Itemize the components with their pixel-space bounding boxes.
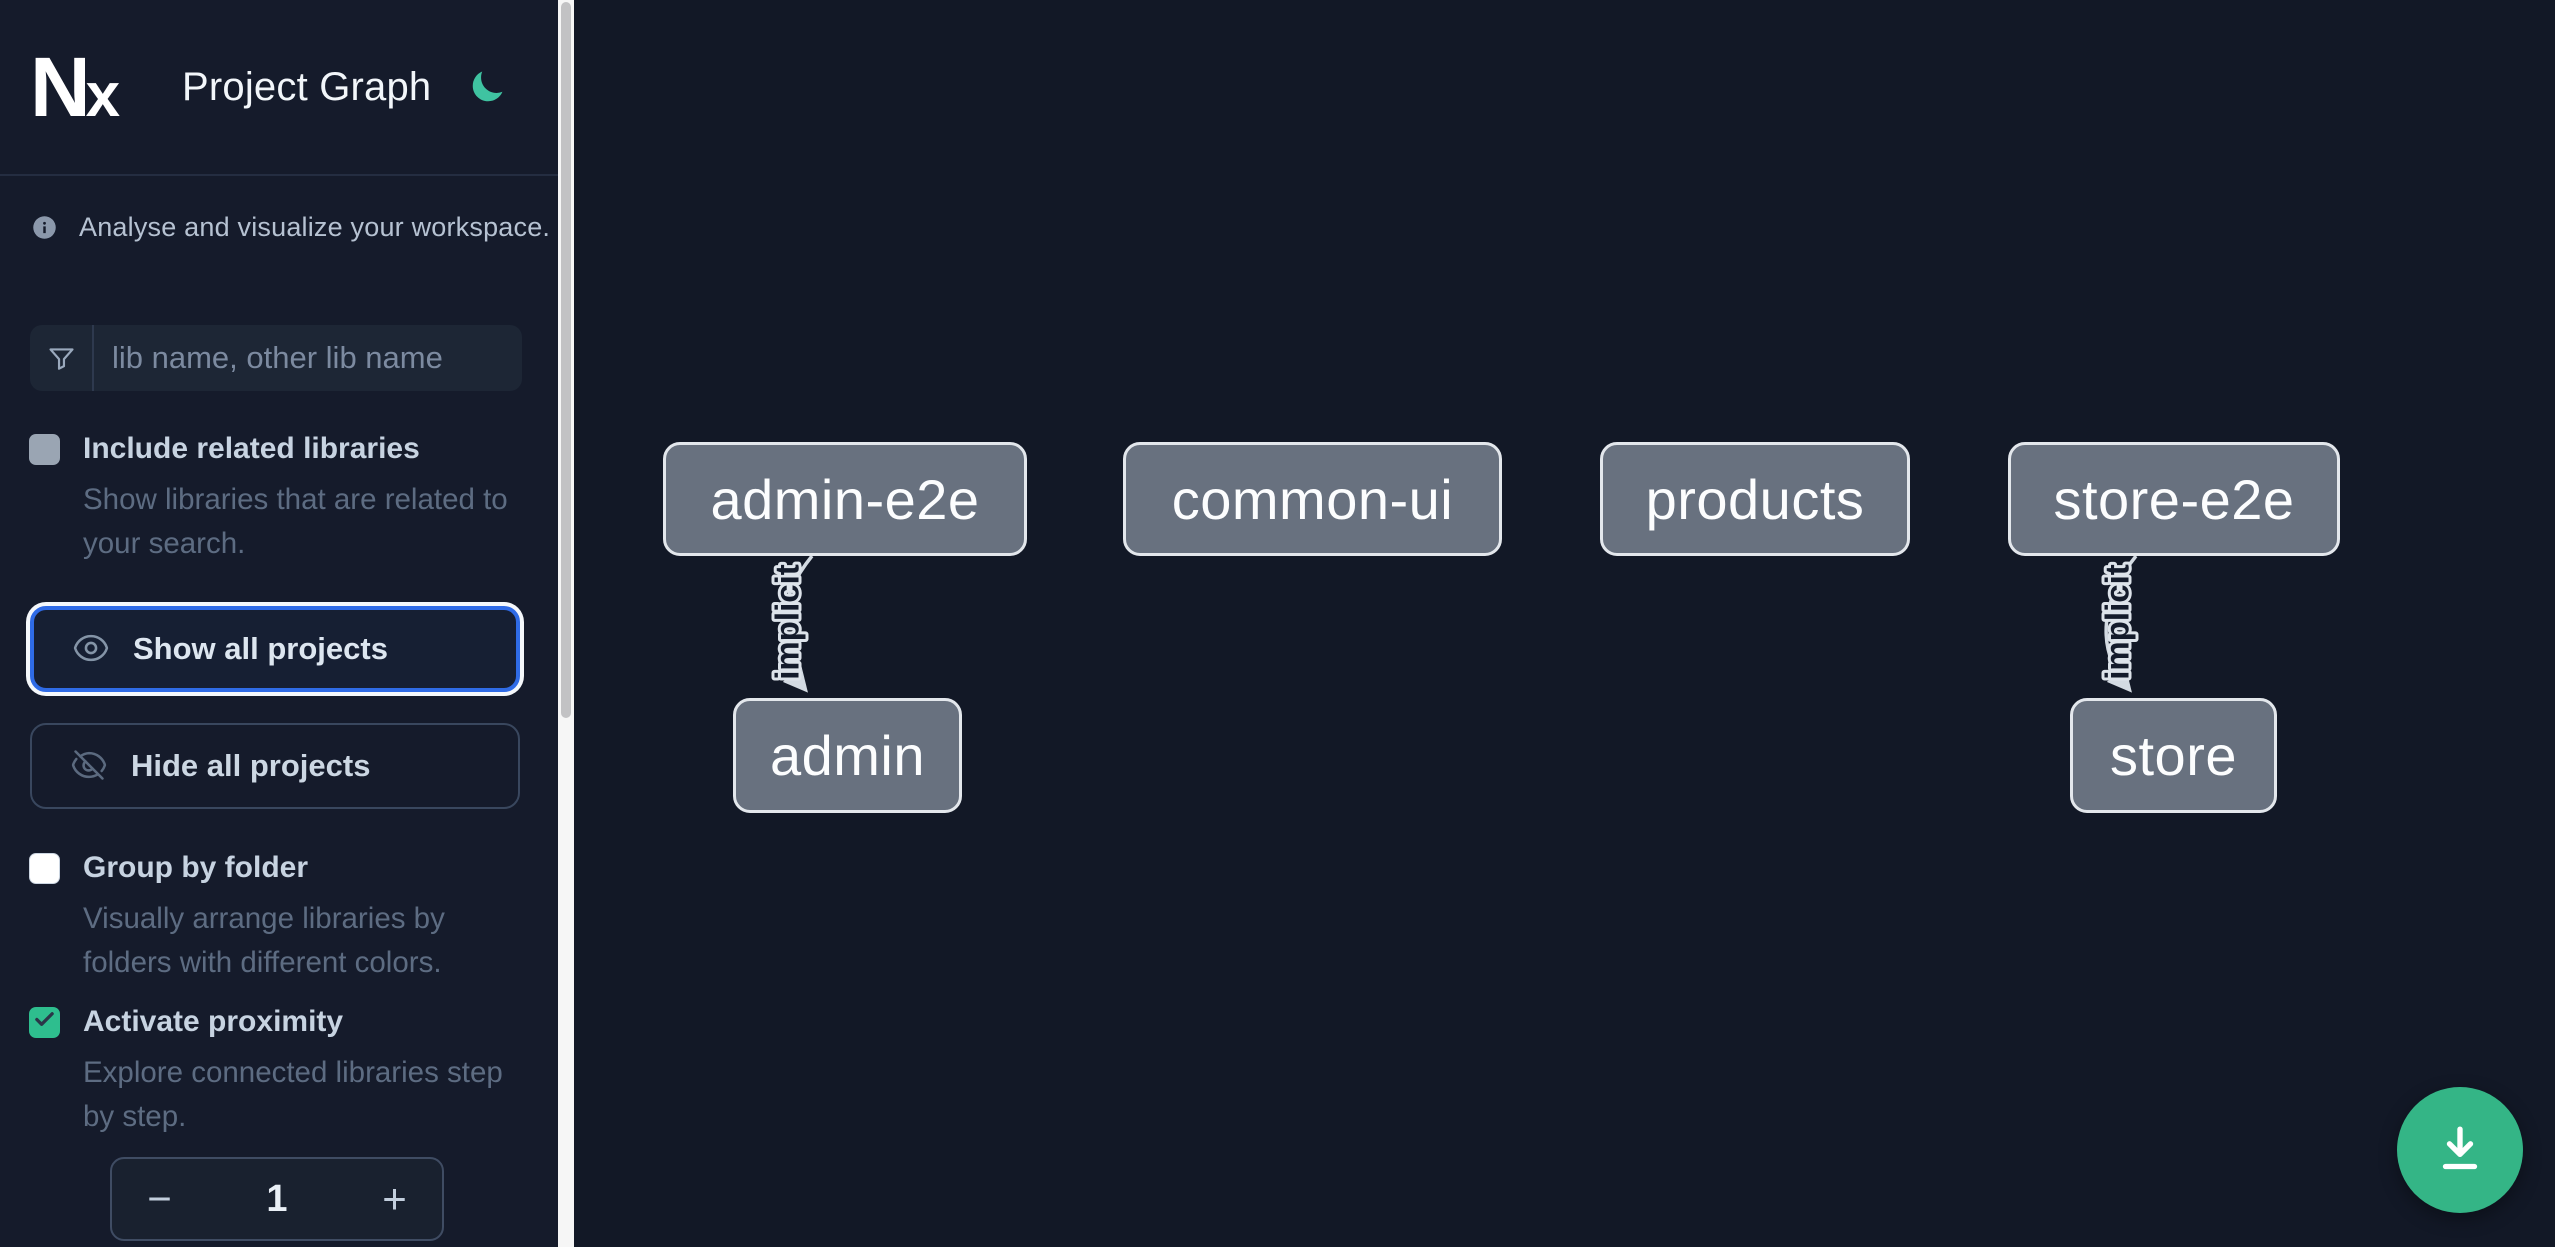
group-by-folder-label[interactable]: Group by folder	[83, 851, 308, 884]
eye-icon	[72, 629, 110, 670]
proximity-depth-stepper: − 1 +	[110, 1157, 444, 1241]
workspace-tagline-row: Analyse and visualize your workspace.	[31, 212, 558, 243]
group-by-folder-description: Visually arrange libraries by folders wi…	[83, 902, 445, 979]
sidebar: N x Project Graph Analyse and visualize …	[0, 0, 558, 1247]
include-related-checkbox[interactable]	[29, 433, 60, 465]
edge-admin-e2e-to-admin[interactable]	[780, 554, 814, 693]
hide-all-projects-button[interactable]: Hide all projects	[30, 723, 520, 809]
edge-label-implicit-admin: implicit	[769, 564, 806, 680]
download-icon	[2432, 1121, 2488, 1180]
show-all-projects-button[interactable]: Show all projects	[30, 606, 520, 692]
node-store-e2e[interactable]: store-e2e	[2008, 442, 2340, 556]
nx-logo-n: N	[30, 40, 91, 134]
show-all-projects-label: Show all projects	[133, 631, 388, 666]
theme-toggle-button[interactable]	[468, 68, 506, 106]
sidebar-scrollbar-track[interactable]	[558, 0, 574, 1247]
eye-slash-icon	[70, 746, 108, 787]
node-common-ui[interactable]: common-ui	[1123, 442, 1502, 556]
hide-all-projects-label: Hide all projects	[131, 748, 371, 783]
graph-edges-layer: implicit implicit	[766, 554, 2139, 693]
decrease-depth-button[interactable]: −	[112, 1159, 207, 1239]
nx-logo: N x	[30, 45, 130, 129]
include-related-description: Show libraries that are related to your …	[83, 483, 508, 560]
activate-proximity-checkbox[interactable]	[29, 1006, 60, 1038]
sidebar-scrollbar-thumb[interactable]	[561, 2, 571, 718]
sidebar-header: N x Project Graph	[0, 0, 558, 176]
option-group-by-folder: Group by folder Visually arrange librari…	[29, 851, 529, 985]
checkmark-icon	[33, 1008, 56, 1036]
search-input[interactable]	[94, 325, 522, 391]
info-icon	[31, 214, 58, 241]
node-products[interactable]: products	[1600, 442, 1910, 556]
nx-logo-x: x	[85, 61, 121, 130]
proximity-depth-value: 1	[266, 1177, 288, 1220]
activate-proximity-label[interactable]: Activate proximity	[83, 1005, 344, 1038]
increase-depth-button[interactable]: +	[347, 1159, 442, 1239]
search-box	[30, 325, 522, 391]
node-store[interactable]: store	[2070, 698, 2277, 813]
node-admin-e2e[interactable]: admin-e2e	[663, 442, 1027, 556]
project-graph-canvas[interactable]: implicit implicit admin-e2e common-ui pr…	[574, 0, 2555, 1247]
activate-proximity-description: Explore connected libraries step by step…	[83, 1056, 503, 1133]
node-admin[interactable]: admin	[733, 698, 962, 813]
filter-funnel-icon	[30, 325, 94, 391]
option-activate-proximity: Activate proximity Explore connected lib…	[29, 1005, 529, 1139]
include-related-label[interactable]: Include related libraries	[83, 432, 420, 465]
workspace-tagline: Analyse and visualize your workspace.	[79, 212, 551, 242]
group-by-folder-checkbox[interactable]	[29, 852, 60, 884]
option-include-related: Include related libraries Show libraries…	[29, 432, 529, 566]
edge-label-implicit-store: implicit	[2099, 564, 2136, 680]
moon-icon	[468, 71, 506, 109]
download-image-button[interactable]	[2397, 1087, 2523, 1213]
page-title: Project Graph	[182, 64, 432, 109]
edge-store-e2e-to-store[interactable]	[2104, 554, 2138, 693]
